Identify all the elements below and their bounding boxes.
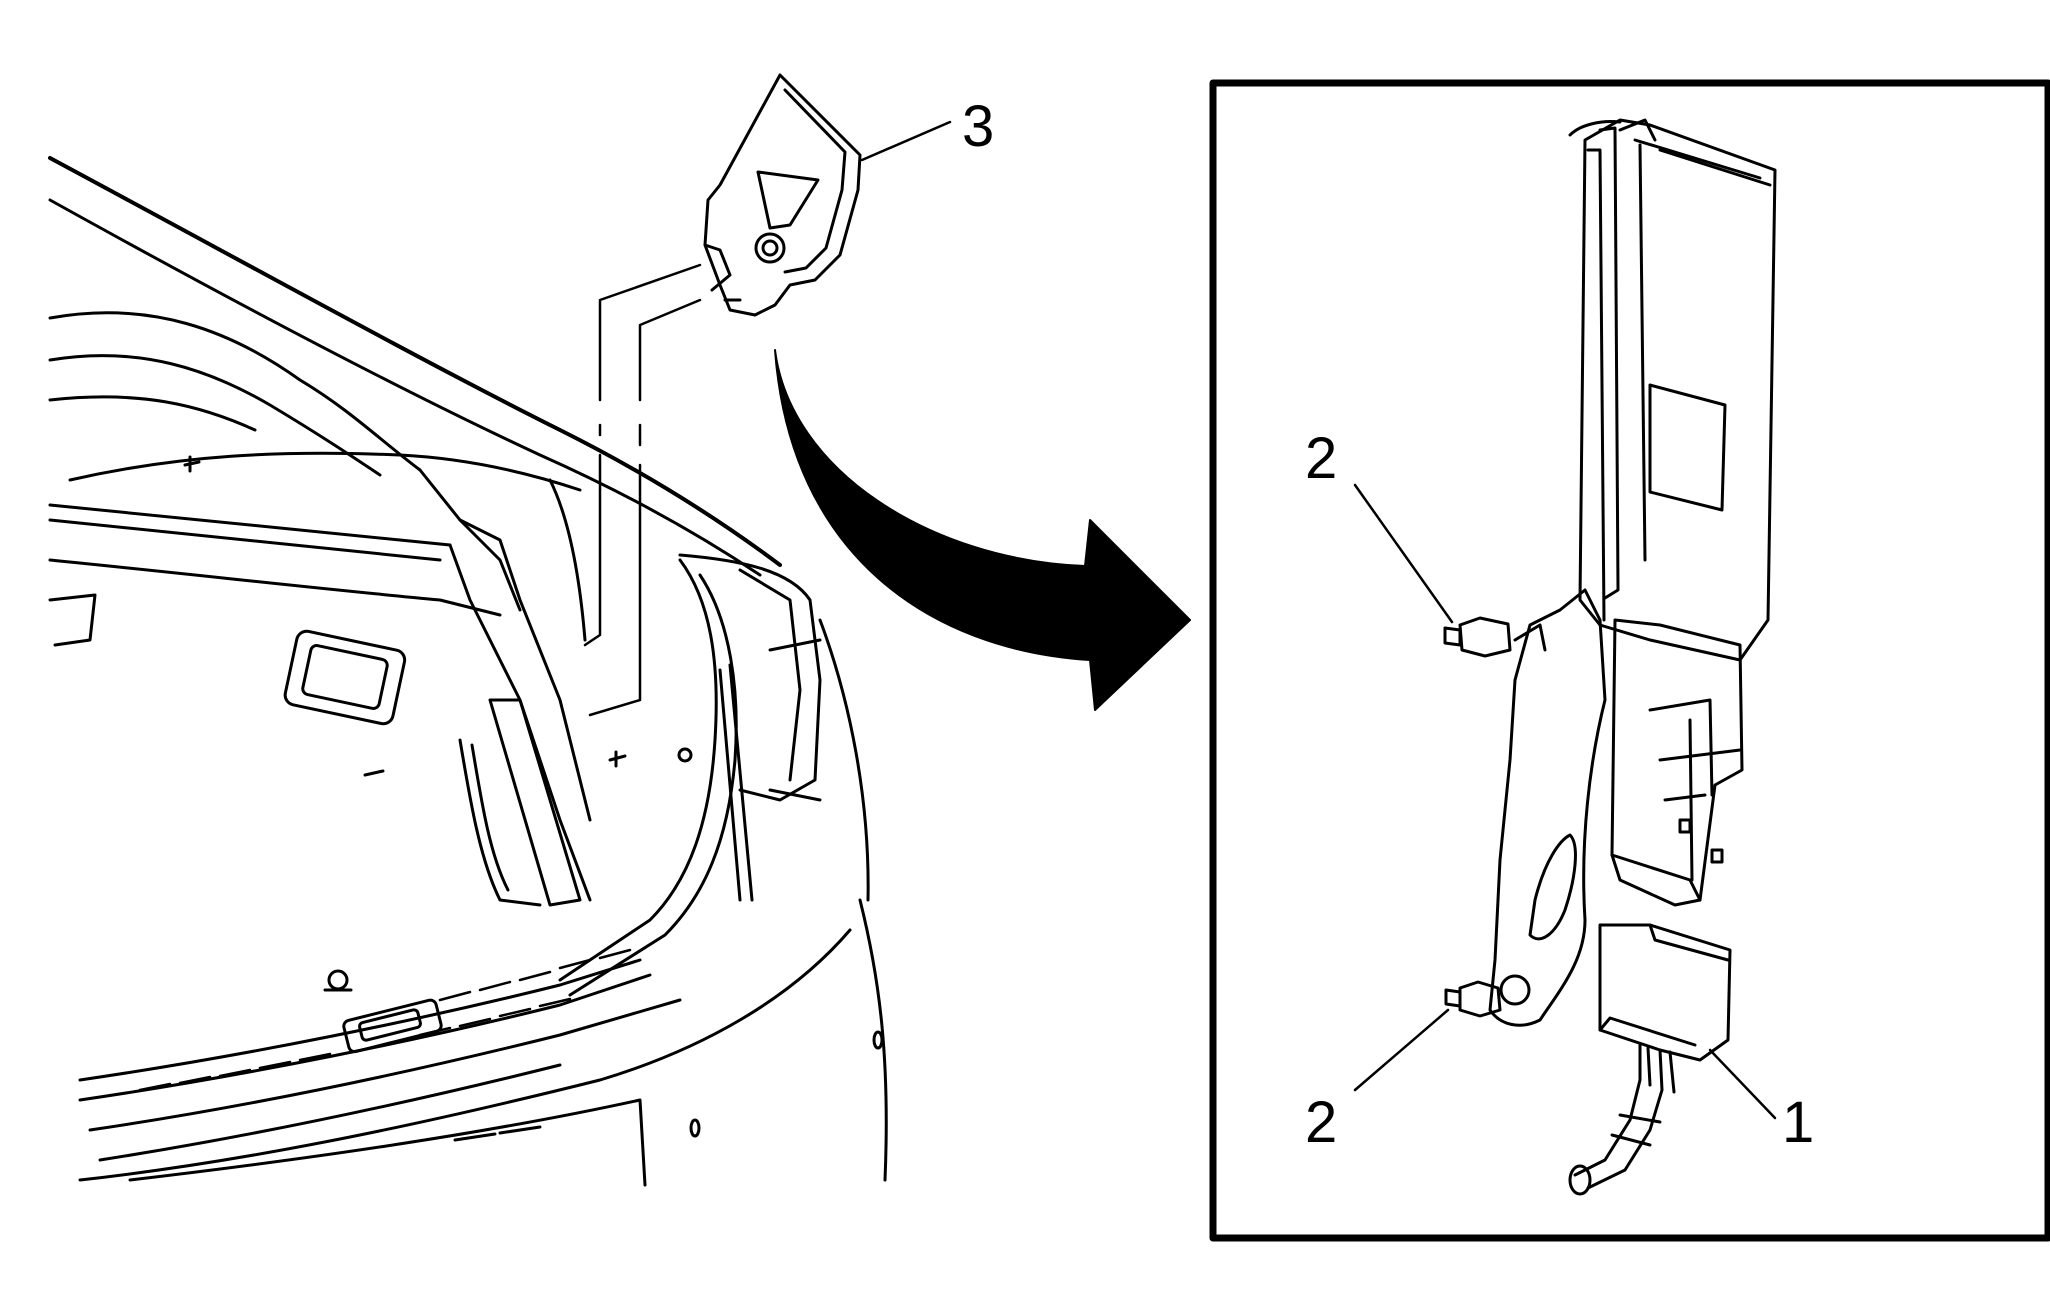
installation-guide-lines [583, 263, 702, 717]
vehicle-rear-trunk [48, 156, 888, 1187]
vehicle-communication-module [1443, 118, 1777, 1196]
transfer-arrow [774, 349, 1191, 711]
callout-nut-upper: 2 [1305, 426, 1338, 491]
leader-line-3 [860, 120, 952, 162]
leader-lines [1353, 483, 1777, 1120]
callout-bracket: 3 [962, 94, 995, 159]
module-bracket [703, 73, 862, 317]
callout-module: 1 [1782, 1090, 1815, 1155]
detail-view-frame [1209, 79, 2050, 1242]
callout-nut-lower: 2 [1305, 1090, 1338, 1155]
